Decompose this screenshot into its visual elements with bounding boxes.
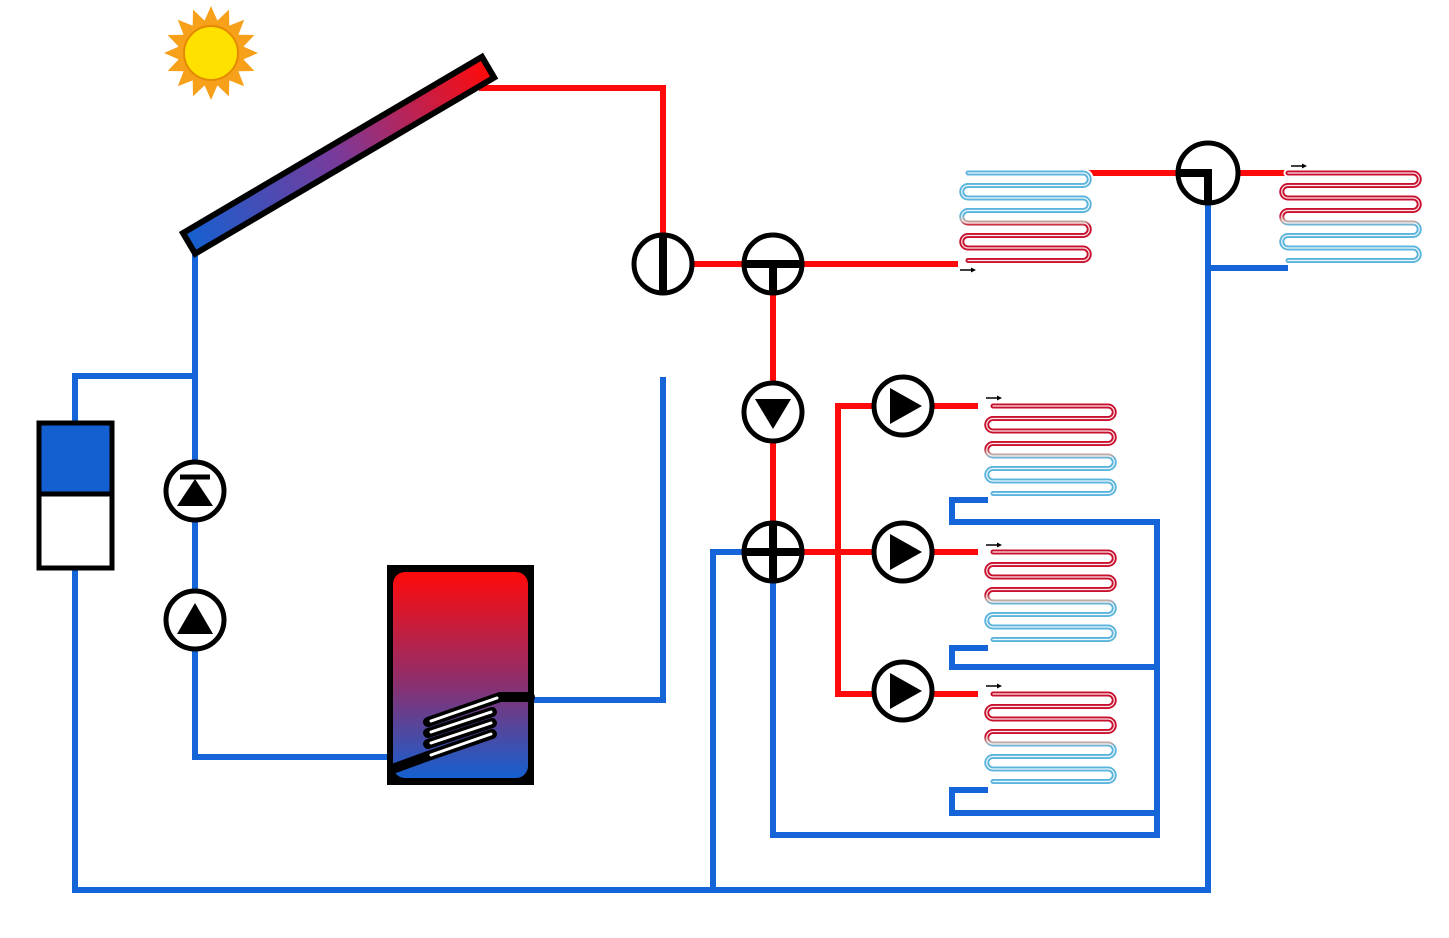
coil-tube xyxy=(1279,170,1422,263)
flow-arrow-icon xyxy=(986,395,1002,401)
sun-core xyxy=(183,25,239,81)
tank-coil-return-pipe xyxy=(527,377,666,703)
storage-tank-with-coil xyxy=(387,565,535,785)
coil-highlight xyxy=(986,551,1115,641)
sun-icon xyxy=(164,6,258,100)
cross-junction-icon xyxy=(741,520,805,584)
floor-heating-loops xyxy=(957,163,1424,786)
flow-arrow-icon xyxy=(1291,163,1307,169)
loop4-return-pipe xyxy=(949,787,1160,816)
pump-up-icon xyxy=(163,588,227,652)
coil-tube xyxy=(984,549,1117,642)
main-return-pipe xyxy=(72,202,1211,893)
pipe-network xyxy=(72,85,1288,893)
floor-heating-loop xyxy=(982,542,1119,644)
pump-right-icon xyxy=(871,374,935,438)
expansion-vessel-gas-chamber xyxy=(41,425,110,494)
pump-down-icon xyxy=(741,380,805,444)
flow-arrow-icon xyxy=(986,683,1002,689)
coil-highlight xyxy=(986,405,1115,495)
three-way-valve-icon xyxy=(1175,140,1241,206)
pump-up-icon xyxy=(163,459,227,523)
flow-arrow-icon xyxy=(986,542,1002,548)
coil-highlight xyxy=(1281,172,1420,262)
expansion-vessel-pipe xyxy=(72,373,198,426)
coil-tube xyxy=(984,691,1117,784)
manifold-return-pipe xyxy=(770,497,1160,838)
pump-right-icon xyxy=(871,659,935,723)
three-way-valve-icon xyxy=(631,232,695,296)
floor-heating-loop xyxy=(1277,163,1424,265)
pump-right-icon xyxy=(871,520,935,584)
floor-heating-loop xyxy=(982,395,1119,498)
coil-highlight xyxy=(961,172,1090,262)
coil-highlight xyxy=(986,693,1115,783)
floor-heating-loop xyxy=(957,168,1094,273)
solar-collector xyxy=(178,52,499,258)
collector-supply-pipe xyxy=(479,85,666,239)
manifold-return-feed xyxy=(710,549,748,893)
three-way-valve-icon xyxy=(741,232,805,296)
coil-tube xyxy=(959,170,1092,263)
pump-branch-pipe-top xyxy=(835,403,883,555)
floor-heating-loop xyxy=(982,683,1119,786)
expansion-vessel xyxy=(36,420,115,571)
manifold-supply-pipe xyxy=(770,549,883,697)
coil-tube xyxy=(984,403,1117,496)
loop3-return-pipe xyxy=(949,645,1160,670)
collector-return-pipe xyxy=(192,252,398,760)
flow-arrow-icon xyxy=(960,267,976,273)
